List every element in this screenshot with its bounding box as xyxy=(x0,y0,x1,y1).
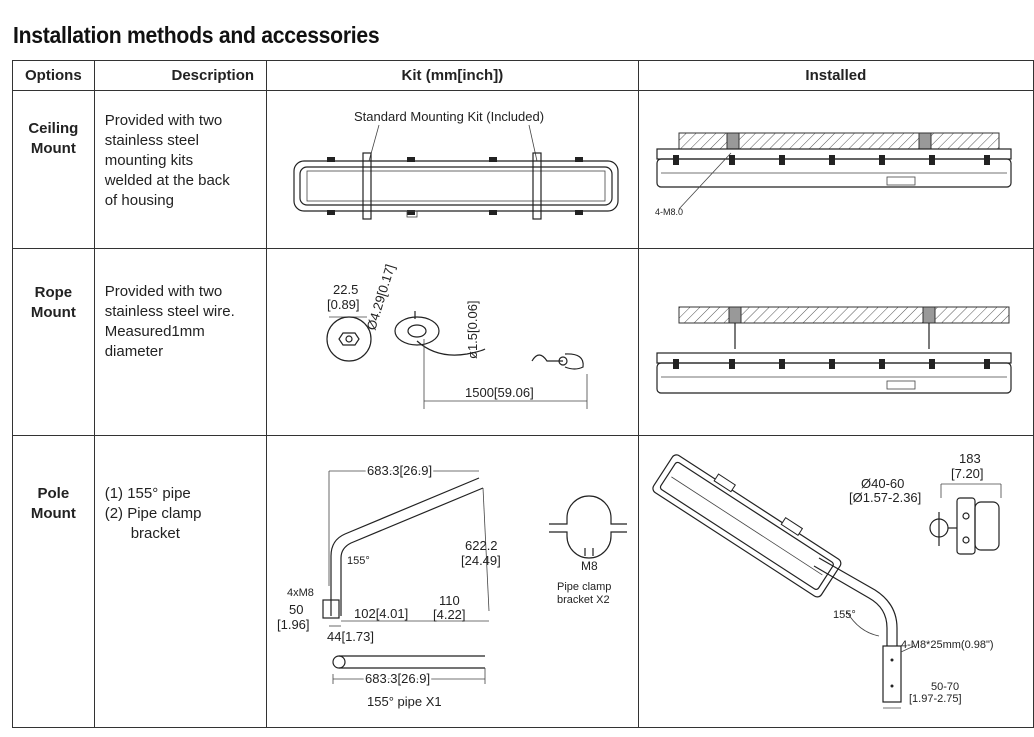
installed-ceiling: 4-M8.0 xyxy=(637,90,1034,249)
option-pole: Pole Mount xyxy=(12,435,95,728)
mounting-bracket xyxy=(532,152,542,220)
description-ceiling: Provided with two stainless steel mounti… xyxy=(93,90,268,249)
option-ceiling: Ceiling Mount xyxy=(12,90,95,249)
pipe-drawing xyxy=(330,477,480,616)
ceiling-installed-drawing: 4-M8.0 xyxy=(655,132,1012,217)
dim-label: 102[4.01] xyxy=(354,606,408,621)
description-pole: (1) 155° pipe (2) Pipe clamp bracket xyxy=(93,435,268,728)
kit-rope: 22.5 [0.89] Ø4.29[0.17] ø1.5[0.06] 1500[… xyxy=(266,248,639,436)
option-line: Pole xyxy=(37,485,70,502)
dim-label: [4.22] xyxy=(433,607,466,622)
pipe-caption: 155° pipe X1 xyxy=(367,694,442,709)
description-line: welded at the back xyxy=(104,172,230,189)
dim-label: 683.3[26.9] xyxy=(367,463,432,478)
bolt-label: 4-M8.0 xyxy=(655,207,683,217)
pole-post xyxy=(882,645,902,703)
page-title: Installation methods and accessories xyxy=(13,22,380,48)
dim-label: [24.49] xyxy=(461,553,501,568)
dim-label: 50 xyxy=(289,602,303,617)
description-rope: Provided with two stainless steel wire. … xyxy=(93,248,268,436)
rope-fitting-front xyxy=(326,316,372,362)
rope-installed-drawing xyxy=(656,306,1012,394)
option-line: Mount xyxy=(30,304,76,321)
option-line: Rope xyxy=(34,284,73,301)
clamp-bolt-label: M8 xyxy=(581,559,598,573)
kit-pole: 683.3[26.9] 622.2 [24.49] 155° 4xM8 50 [… xyxy=(266,435,639,728)
header-installed: Installed xyxy=(637,60,1034,91)
dim-label: 683.3[26.9] xyxy=(365,671,430,686)
dim-label: [0.89] xyxy=(327,297,360,312)
clamp-caption: Pipe clamp xyxy=(557,581,611,593)
installation-table: Options Description Kit (mm[inch]) Insta… xyxy=(12,60,1034,728)
installed-rope xyxy=(637,248,1034,436)
pole-installed-drawing: 155° 4-M8*25mm(0.98") 50-70 [1.97-2.75] … xyxy=(652,451,1002,709)
dim-label: 110 xyxy=(439,593,460,608)
angle-label: 155° xyxy=(833,609,856,621)
row-ceiling: Ceiling Mount Provided with two stainles… xyxy=(12,90,1034,249)
description-line: Provided with two xyxy=(104,112,223,129)
kit-name-label: Standard Mounting Kit (Included) xyxy=(354,109,544,124)
dim-label: 4xM8 xyxy=(287,587,314,599)
header-options: Options xyxy=(12,60,95,91)
tilted-fixture xyxy=(652,454,842,598)
description-line: stainless steel wire. xyxy=(104,303,235,320)
pole-kit-drawing: 683.3[26.9] 622.2 [24.49] 155° 4xM8 50 [… xyxy=(277,461,628,709)
description-line: stainless steel xyxy=(104,132,199,149)
dim-label: Ø40-60 xyxy=(861,476,904,491)
range-label: [1.97-2.75] xyxy=(909,693,962,705)
description-line: (2) Pipe clamp xyxy=(104,505,202,522)
range-label: 50-70 xyxy=(931,681,959,693)
description-line: bracket xyxy=(130,525,180,542)
mounting-bracket xyxy=(362,152,372,220)
pole-pipe xyxy=(813,565,888,646)
dim-label: Ø4.29[0.17] xyxy=(364,263,398,332)
option-rope: Rope Mount xyxy=(12,248,95,436)
installed-pole: 155° 4-M8*25mm(0.98") 50-70 [1.97-2.75] … xyxy=(637,435,1034,728)
option-line: Mount xyxy=(30,140,76,157)
row-rope: Rope Mount Provided with two stainless s… xyxy=(12,248,1034,436)
clamp-caption: bracket X2 xyxy=(557,594,610,606)
description-line: of housing xyxy=(104,192,174,209)
rope-kit-drawing: 22.5 [0.89] Ø4.29[0.17] ø1.5[0.06] 1500[… xyxy=(326,263,588,409)
header-kit: Kit (mm[inch]) xyxy=(266,60,639,91)
header-row: Options Description Kit (mm[inch]) Insta… xyxy=(12,60,1034,91)
dim-label: 622.2 xyxy=(465,538,498,553)
description-line: Provided with two xyxy=(104,283,223,300)
option-line: Ceiling xyxy=(28,120,79,137)
header-description: Description xyxy=(93,60,268,91)
kit-ceiling: Standard Mounting Kit (Included) xyxy=(266,90,639,249)
fixture-outline xyxy=(293,160,619,212)
description-line: mounting kits xyxy=(104,152,194,169)
description-line: diameter xyxy=(104,343,164,360)
dim-label: [1.96] xyxy=(277,617,310,632)
description-line: Measured1mm xyxy=(104,323,205,340)
clamp-bottom xyxy=(549,531,628,559)
dim-label: [Ø1.57-2.36] xyxy=(849,490,921,505)
clamp-top xyxy=(549,495,628,525)
dim-label: ø1.5[0.06] xyxy=(465,300,480,359)
rope-fitting-side xyxy=(394,316,440,346)
dim-label: 44[1.73] xyxy=(327,629,374,644)
ceiling-kit-drawing: Standard Mounting Kit (Included) xyxy=(293,109,619,220)
option-line: Mount xyxy=(30,505,76,522)
dim-label: [7.20] xyxy=(951,466,984,481)
length-label: 1500[59.06] xyxy=(465,385,534,400)
angle-label: 155° xyxy=(347,555,370,567)
bolt-label: 4-M8*25mm(0.98") xyxy=(901,639,994,651)
dim-label: 22.5 xyxy=(333,282,358,297)
description-line: (1) 155° pipe xyxy=(104,485,191,502)
row-pole: Pole Mount (1) 155° pipe (2) Pipe clamp … xyxy=(12,435,1034,728)
dim-label: 183 xyxy=(959,451,981,466)
straight-pipe xyxy=(339,655,486,669)
